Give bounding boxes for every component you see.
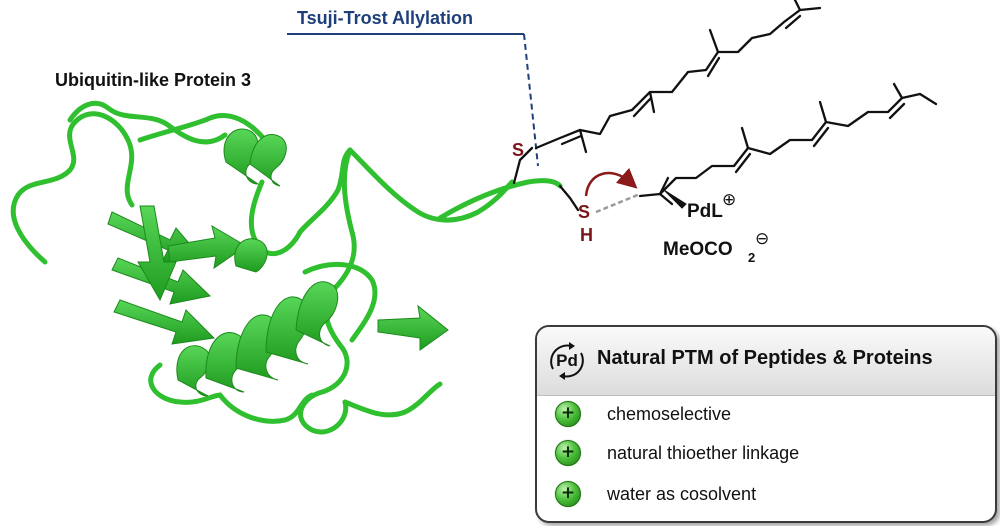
upper-prenyl-chain — [512, 0, 822, 185]
protein-loop — [217, 392, 315, 424]
feature-item: + chemoselective — [555, 399, 731, 429]
protein-helix-upper — [223, 128, 287, 273]
protein-loop — [148, 362, 223, 405]
panel-title: Natural PTM of Peptides & Proteins — [597, 347, 933, 369]
protein-loop — [67, 100, 228, 145]
counterion-label: MeOCO — [663, 239, 733, 260]
protein-loop — [302, 261, 378, 343]
plus-icon: + — [555, 401, 581, 427]
feature-label: water as cosolvent — [607, 483, 757, 504]
protein-cartoon — [10, 100, 563, 435]
feature-item: + natural thioether linkage — [555, 438, 799, 468]
protein-label: Ubiquitin-like Protein 3 — [55, 70, 251, 90]
nucleophile-dashed-bond — [595, 192, 641, 214]
reaction-pointer-dashed — [523, 33, 539, 167]
reaction-label-group: Tsuji-Trost Allylation — [287, 8, 539, 167]
counterion-subscript: 2 — [748, 250, 755, 265]
feature-label: chemoselective — [607, 403, 732, 424]
reaction-label: Tsuji-Trost Allylation — [297, 8, 473, 28]
protein-beta-strands — [107, 205, 449, 351]
beta-strand — [377, 304, 449, 351]
protein-loop — [342, 381, 443, 418]
feature-label: natural thioether linkage — [607, 442, 800, 463]
beta-strand — [113, 299, 216, 345]
protein-loop — [298, 342, 350, 435]
thiol-sulfur-label: S — [578, 202, 590, 222]
beta-strand — [137, 205, 177, 302]
protein-c-terminal-tail-second — [437, 178, 563, 221]
sulfur-thioether-label: S — [512, 140, 524, 160]
counterion-charge-label: ⊖ — [755, 229, 769, 249]
protein-loop — [137, 112, 268, 143]
lower-prenyl-chain — [558, 82, 938, 212]
feature-item: + water as cosolvent — [555, 479, 756, 509]
protein-c-terminal-tail — [347, 147, 515, 223]
palladium-complex-label: PdL — [687, 201, 723, 222]
plus-icon: + — [555, 440, 581, 466]
pd-badge-label: Pd — [556, 351, 578, 370]
plus-icon: + — [555, 481, 581, 507]
thiol-hydrogen-label: H — [580, 225, 593, 245]
feature-panel: Pd Natural PTM of Peptides & Proteins + … — [535, 325, 997, 523]
protein-helix-main — [176, 281, 339, 397]
palladium-charge-label: ⊕ — [722, 190, 736, 210]
protein-loop — [10, 111, 135, 265]
beta-strand — [167, 224, 247, 270]
pd-catalytic-cycle-icon: Pd — [545, 339, 589, 383]
electron-arrow — [584, 167, 638, 197]
pd-wedge-bond — [663, 189, 687, 209]
panel-header: Pd Natural PTM of Peptides & Proteins — [537, 327, 995, 396]
